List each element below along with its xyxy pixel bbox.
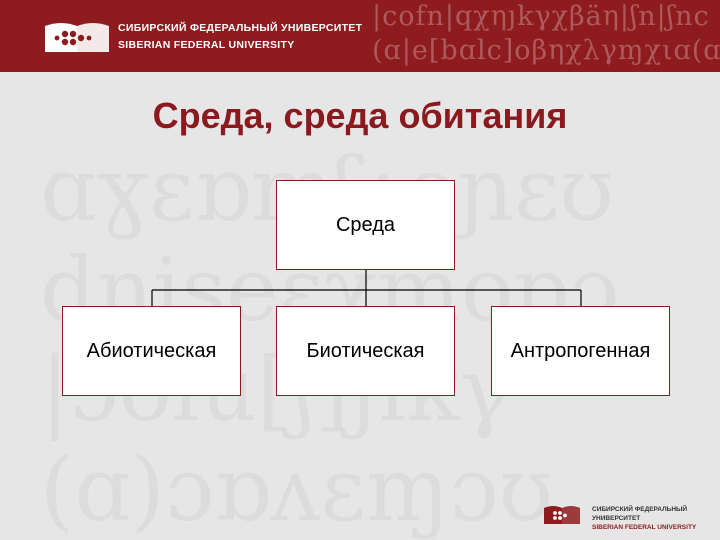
diagram-node-biotic: Биотическая bbox=[276, 306, 455, 396]
university-name-ru: СИБИРСКИЙ ФЕДЕРАЛЬНЫЙ УНИВЕРСИТЕТ bbox=[118, 22, 363, 34]
footer-university-name: СИБИРСКИЙ ФЕДЕРАЛЬНЫЙ УНИВЕРСИТЕТ SIBERI… bbox=[592, 505, 720, 532]
diagram-root-node: Среда bbox=[276, 180, 455, 270]
footer-university-name-en: SIBERIAN FEDERAL UNIVERSITY bbox=[592, 524, 697, 531]
diagram-node-abiotic: Абиотическая bbox=[62, 306, 241, 396]
sfu-logo-icon bbox=[45, 23, 109, 52]
slide-title: Среда, среда обитания bbox=[152, 95, 568, 136]
header-banner: |cofn|qχηյkγχβäη|ʃn|ʃnc (ɑ|e[bɑlc]οβηχλγ… bbox=[0, 0, 720, 72]
university-name: СИБИРСКИЙ ФЕДЕРАЛЬНЫЙ УНИВЕРСИТЕТ SIBERI… bbox=[118, 20, 362, 54]
footer-university-name-ru: СИБИРСКИЙ ФЕДЕРАЛЬНЫЙ УНИВЕРСИТЕТ bbox=[592, 506, 688, 522]
university-name-en: SIBERIAN FEDERAL UNIVERSITY bbox=[118, 39, 295, 51]
footer-sfu-logo-icon bbox=[544, 506, 580, 524]
header-decor-glyphs: |cofn|qχηյkγχβäη|ʃn|ʃnc (ɑ|e[bɑlc]οβηχλγ… bbox=[372, 1, 720, 66]
diagram-node-anthropogenic: Антропогенная bbox=[491, 306, 670, 396]
